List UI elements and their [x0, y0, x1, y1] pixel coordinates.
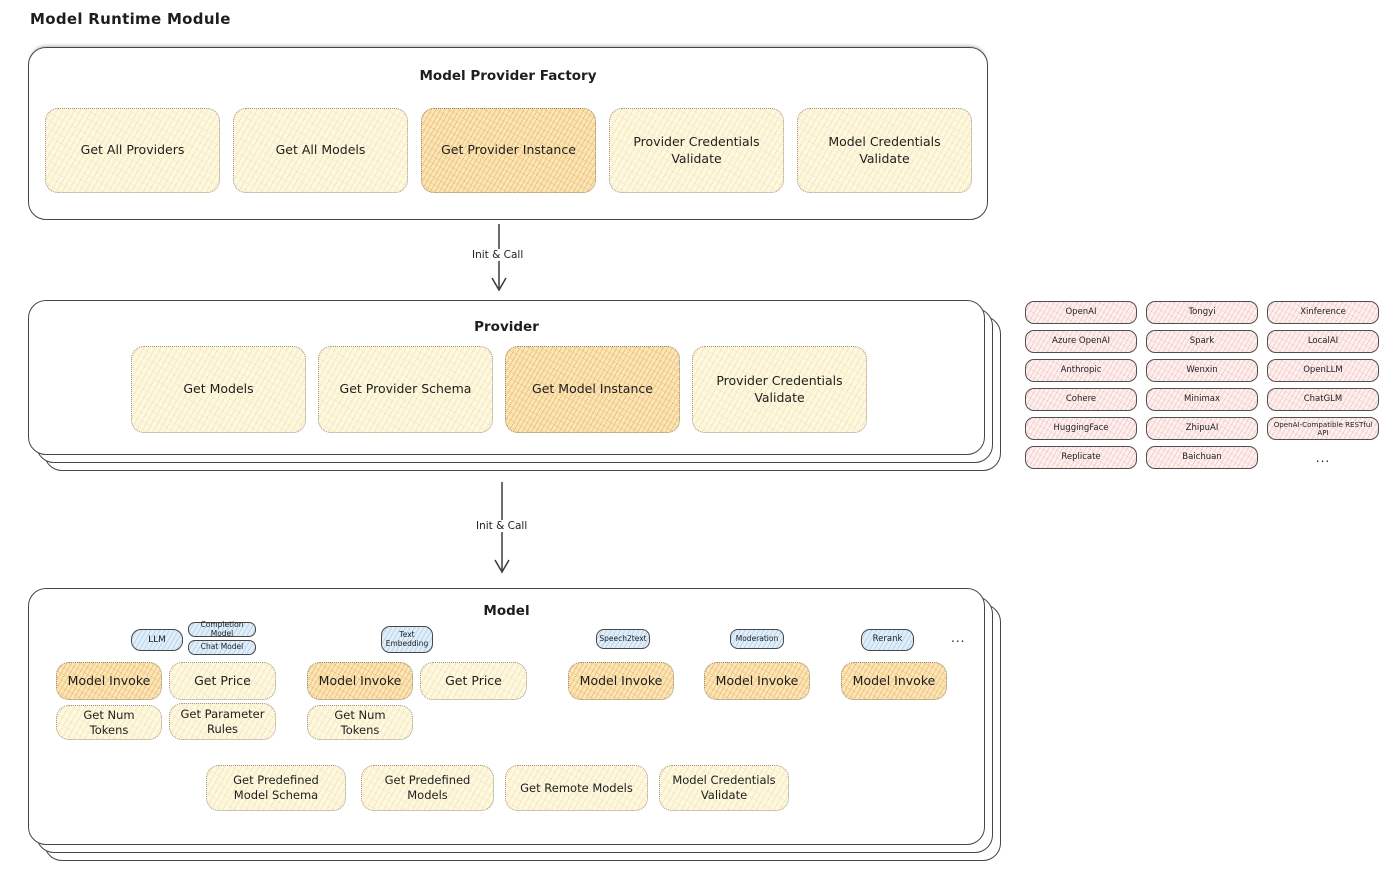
factory-item-get-all-models: Get All Models: [233, 108, 408, 193]
badge-speech2text: Speech2text: [596, 629, 650, 649]
provider-chip-xinference: Xinference: [1267, 301, 1379, 324]
llm-get-price: Get Price: [169, 662, 276, 700]
badge-moderation: Moderation: [730, 629, 784, 649]
factory-item-get-provider-instance: Get Provider Instance: [421, 108, 596, 193]
speech2text-model-invoke: Model Invoke: [568, 662, 674, 700]
provider-chip-wenxin: Wenxin: [1146, 359, 1258, 382]
provider-chip-anthropic: Anthropic: [1025, 359, 1137, 382]
provider-chip-huggingface: HuggingFace: [1025, 417, 1137, 440]
provider-chip-cohere: Cohere: [1025, 388, 1137, 411]
factory-item-model-credentials-validate: Model Credentials Validate: [797, 108, 972, 193]
provider-item-get-provider-schema: Get Provider Schema: [318, 346, 493, 433]
provider-chip-openllm: OpenLLM: [1267, 359, 1379, 382]
text-embedding-get-price: Get Price: [420, 662, 527, 700]
provider-chip-azure-openai: Azure OpenAI: [1025, 330, 1137, 353]
llm-get-parameter-rules: Get Parameter Rules: [169, 703, 276, 740]
provider-item-get-models: Get Models: [131, 346, 306, 433]
text-embedding-get-num-tokens: Get Num Tokens: [307, 705, 413, 740]
llm-model-invoke: Model Invoke: [56, 662, 162, 700]
provider-chip-minimax: Minimax: [1146, 388, 1258, 411]
badge-text-embedding: Text Embedding: [381, 626, 433, 653]
factory-item-get-all-providers: Get All Providers: [45, 108, 220, 193]
page-title: Model Runtime Module: [30, 10, 231, 28]
llm-get-num-tokens: Get Num Tokens: [56, 705, 162, 740]
get-predefined-models: Get Predefined Models: [361, 765, 494, 811]
provider-chip-localai: LocalAI: [1267, 330, 1379, 353]
badge-completion-model: Completion Model: [188, 620, 256, 637]
factory-title: Model Provider Factory: [419, 68, 597, 84]
rerank-model-invoke: Model Invoke: [841, 662, 947, 700]
provider-chip-openai: OpenAI: [1025, 301, 1137, 324]
model-types-more-ellipsis: ...: [951, 631, 966, 645]
provider-card: Provider Get Models Get Provider Schema …: [28, 300, 1001, 471]
moderation-model-invoke: Model Invoke: [704, 662, 810, 700]
provider-chip-openai-compatible-restful-api: OpenAI-Compatible RESTful API: [1267, 417, 1379, 440]
provider-chip-replicate: Replicate: [1025, 446, 1137, 469]
model-credentials-validate-bottom: Model Credentials Validate: [659, 765, 789, 811]
provider-item-get-model-instance: Get Model Instance: [505, 346, 680, 433]
provider-chip-zhipuai: ZhipuAI: [1146, 417, 1258, 440]
provider-title: Provider: [474, 319, 539, 335]
provider-list: OpenAI Tongyi Xinference Azure OpenAI Sp…: [1025, 301, 1379, 469]
providers-more-ellipsis: ...: [1315, 450, 1331, 465]
badge-chat-model: Chat Model: [188, 640, 256, 655]
arrow1-label: Init & Call: [468, 249, 528, 261]
model-card: Model LLM Completion Model Chat Model Te…: [28, 588, 1001, 861]
arrow2-label: Init & Call: [472, 520, 532, 532]
provider-item-provider-credentials-validate: Provider Credentials Validate: [692, 346, 867, 433]
badge-llm: LLM: [131, 629, 183, 651]
model-title: Model: [483, 603, 530, 619]
provider-chip-spark: Spark: [1146, 330, 1258, 353]
factory-item-provider-credentials-validate: Provider Credentials Validate: [609, 108, 784, 193]
get-predefined-model-schema: Get Predefined Model Schema: [206, 765, 346, 811]
provider-chip-tongyi: Tongyi: [1146, 301, 1258, 324]
text-embedding-model-invoke: Model Invoke: [307, 662, 413, 700]
factory-card: Model Provider Factory Get All Providers…: [28, 47, 988, 220]
badge-rerank: Rerank: [861, 629, 914, 651]
get-remote-models: Get Remote Models: [505, 765, 648, 811]
provider-chip-baichuan: Baichuan: [1146, 446, 1258, 469]
provider-chip-chatglm: ChatGLM: [1267, 388, 1379, 411]
